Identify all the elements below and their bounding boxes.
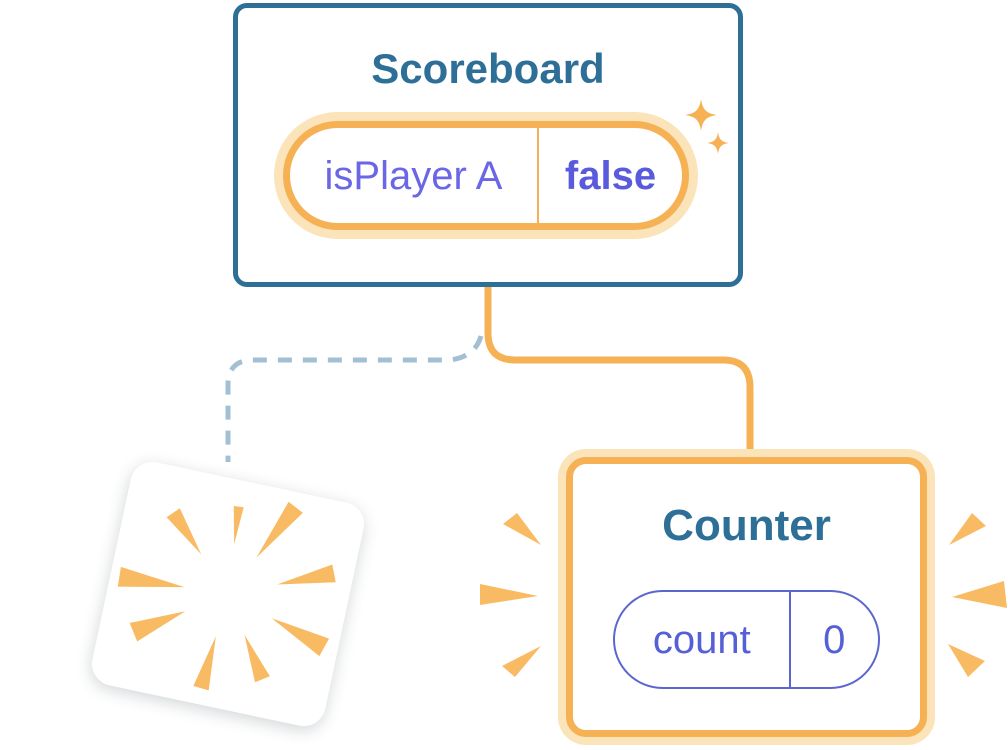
removed-component-card	[87, 457, 369, 731]
solid-connector-to-counter	[484, 282, 754, 468]
dashed-connector-to-removed	[225, 335, 484, 462]
scoreboard-state-value: false	[564, 153, 657, 198]
emphasis-marks-right-icon	[948, 513, 1007, 677]
counter-state-value: 0	[823, 617, 846, 662]
counter-title: Counter	[662, 501, 831, 550]
counter-component-card: Counter count 0	[566, 457, 927, 737]
scoreboard-title: Scoreboard	[371, 45, 605, 92]
scoreboard-state-name: isPlayer A	[290, 128, 539, 223]
scoreboard-component-card: Scoreboard isPlayer A false	[233, 3, 743, 287]
counter-state-pill: count 0	[613, 590, 880, 689]
counter-state-name: count	[615, 592, 791, 687]
scoreboard-state-pill: isPlayer A false	[283, 121, 689, 230]
poof-burst-icon	[117, 501, 336, 691]
emphasis-marks-left-icon	[480, 513, 541, 677]
